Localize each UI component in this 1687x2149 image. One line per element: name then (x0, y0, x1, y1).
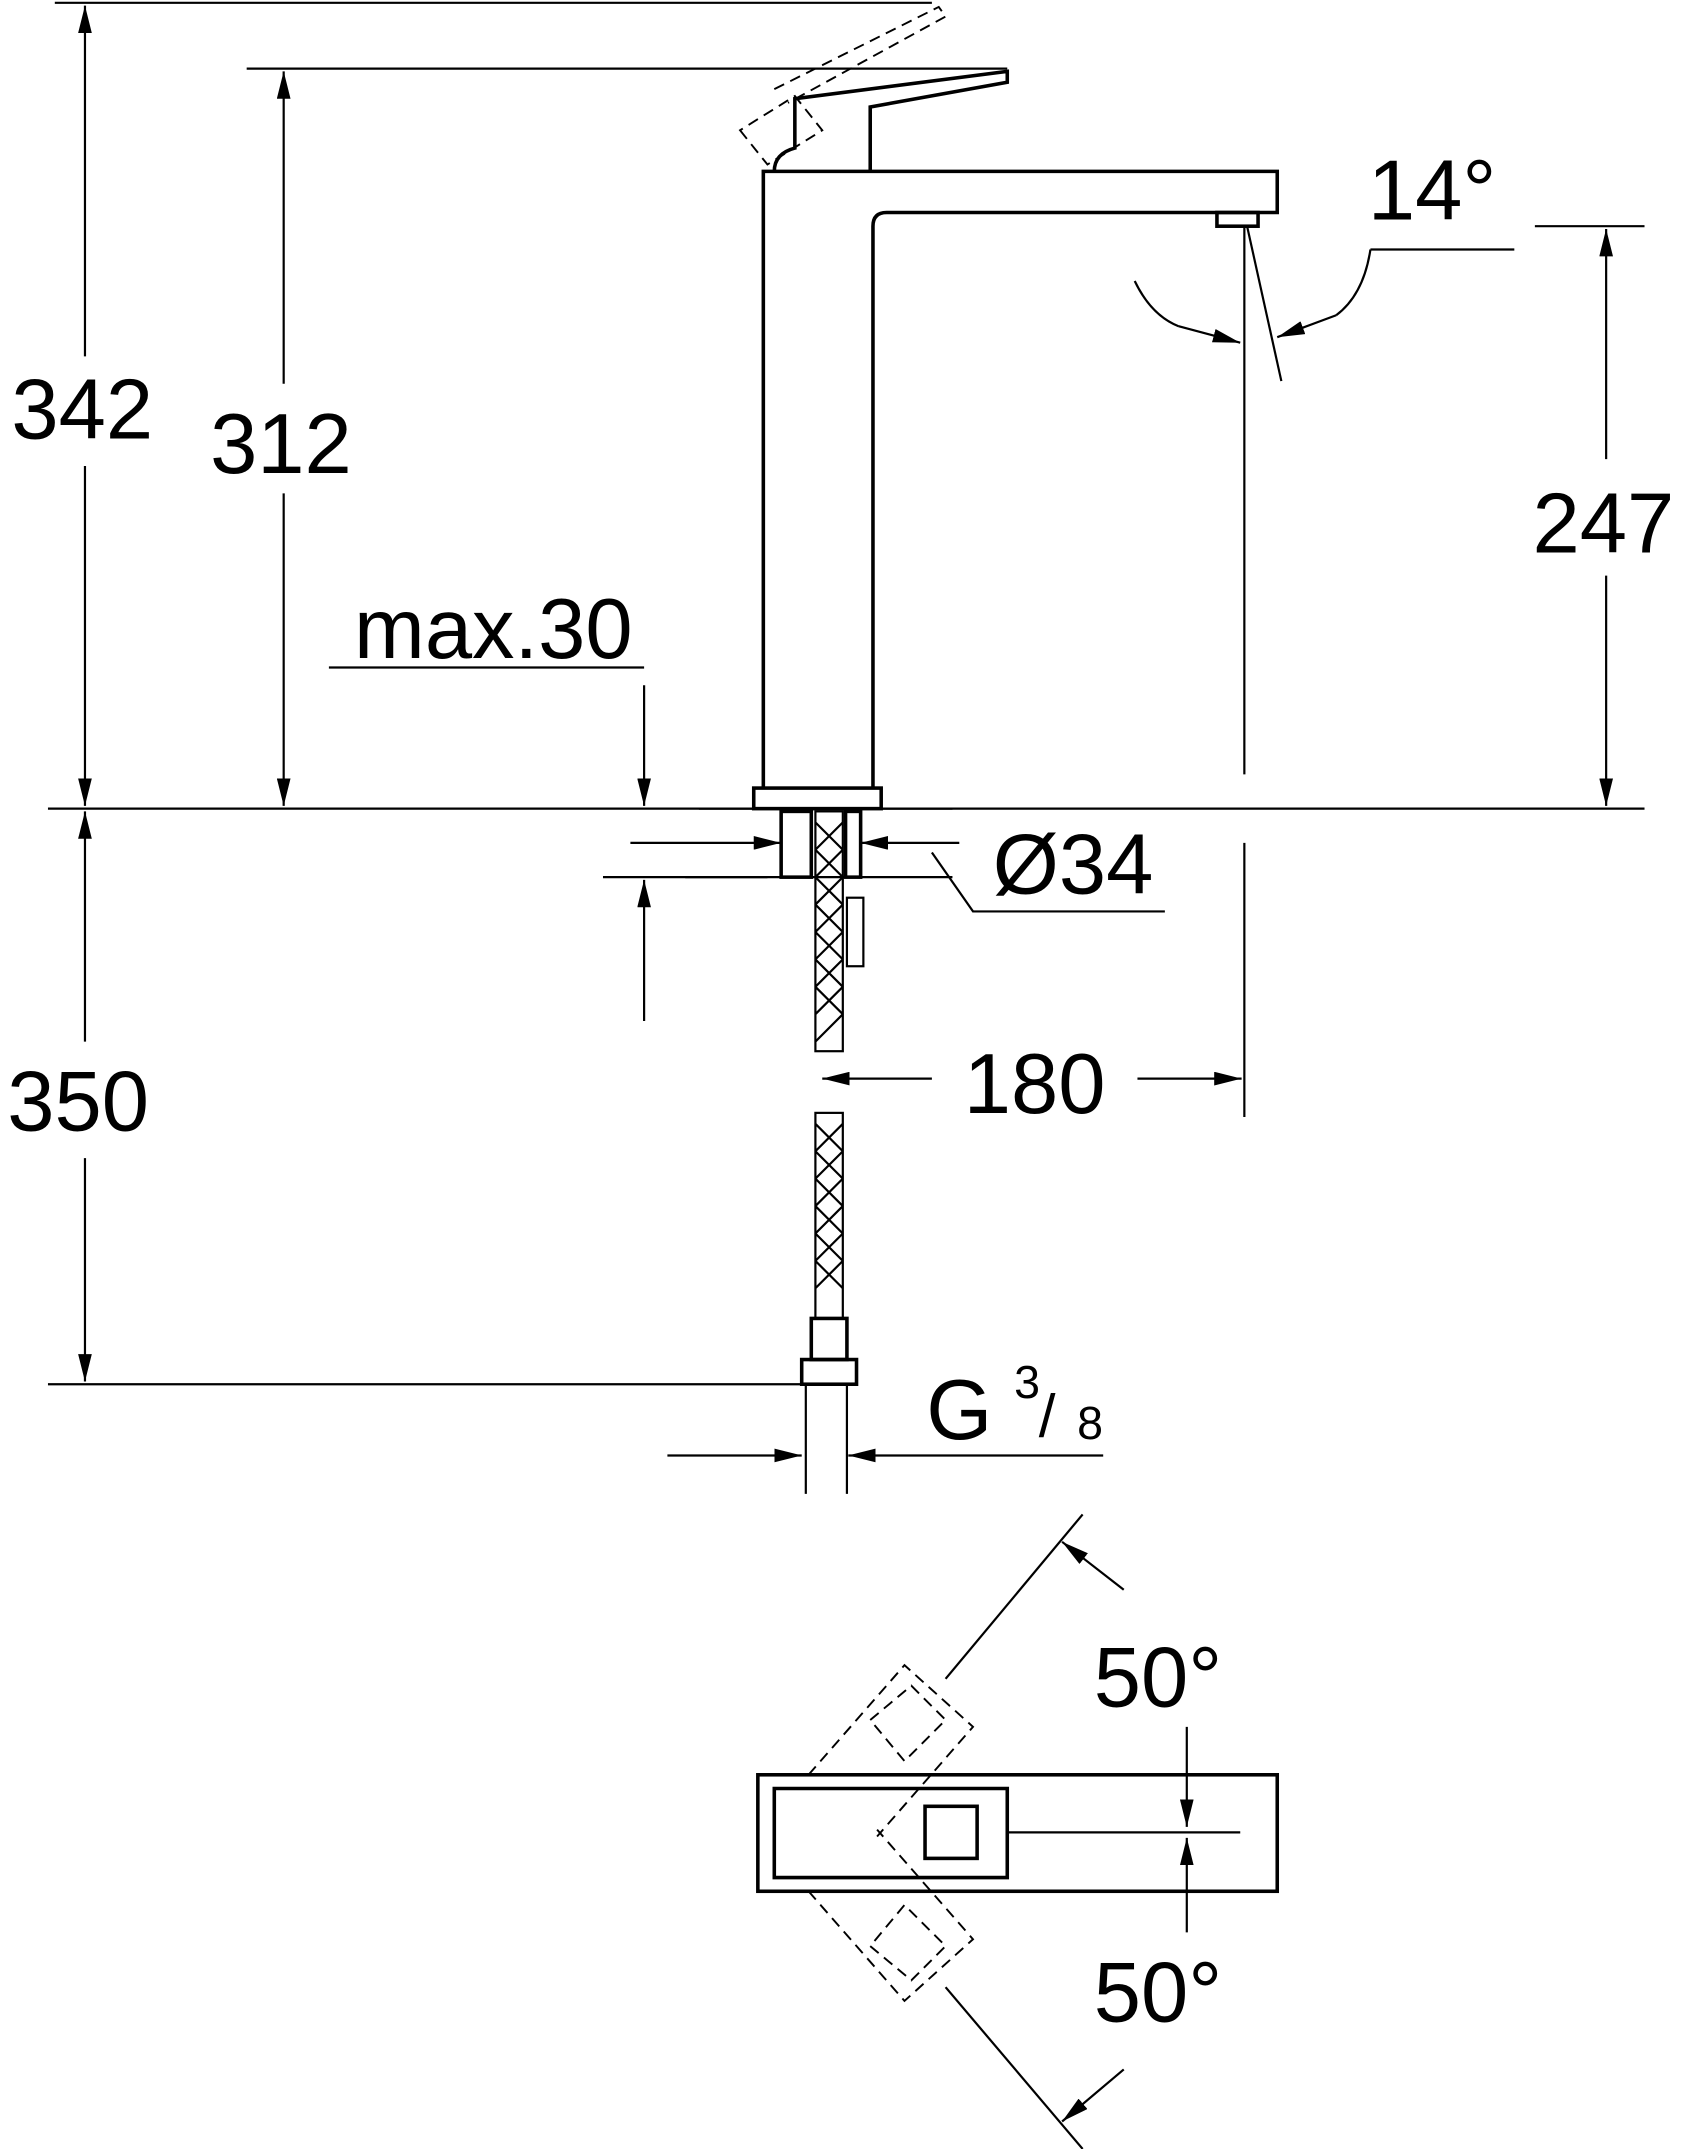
dimension-diameter: Ø34 (630, 818, 1165, 913)
label-247: 247 (1533, 476, 1675, 571)
label-350: 350 (7, 1055, 149, 1150)
dimension-180: 180 (822, 1037, 1242, 1132)
label-diameter: Ø34 (993, 818, 1154, 913)
label-numerator: 3 (1014, 1356, 1040, 1408)
dimension-247: 247 (1533, 228, 1675, 806)
dimension-spout-angle: 14° (1133, 143, 1515, 382)
dimension-connection: G 3 / 8 (667, 1356, 1104, 1463)
label-50deg-bottom: 50° (1094, 1945, 1222, 2040)
dimension-max30: max.30 (354, 582, 651, 1022)
label-denominator: 8 (1077, 1397, 1103, 1449)
label-max30: max.30 (354, 582, 633, 677)
label-180: 180 (964, 1037, 1106, 1132)
label-14deg: 14° (1368, 143, 1496, 238)
dimension-312: 312 (210, 71, 352, 806)
dimension-350: 350 (7, 811, 149, 1382)
label-342: 342 (11, 363, 153, 458)
label-g: G (926, 1363, 992, 1458)
faucet-side-view (685, 5, 1280, 1494)
fraction-slash: / (1039, 1381, 1056, 1449)
dimension-342: 342 (11, 5, 153, 806)
label-312: 312 (210, 397, 352, 492)
label-50deg-top: 50° (1094, 1630, 1222, 1725)
faucet-top-view: 50° 50° (756, 1513, 1280, 2149)
